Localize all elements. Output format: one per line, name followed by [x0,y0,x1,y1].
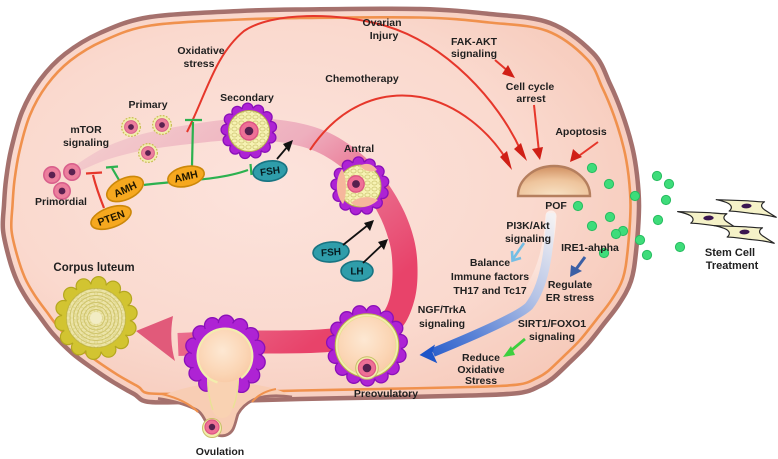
svg-text:FSH: FSH [321,247,342,259]
svg-text:Ovulation: Ovulation [196,446,244,458]
svg-text:signaling: signaling [529,331,575,343]
svg-text:Regulate: Regulate [548,279,593,291]
svg-text:TH17 and Tc17: TH17 and Tc17 [453,285,526,297]
svg-text:signaling: signaling [451,48,497,60]
svg-text:Immune factors: Immune factors [451,271,529,283]
svg-text:signaling: signaling [419,318,465,330]
svg-text:SIRT1/FOXO1: SIRT1/FOXO1 [518,318,586,330]
svg-text:Primordial: Primordial [35,196,87,208]
svg-text:IRE1-ahpha: IRE1-ahpha [561,242,619,254]
svg-text:Stem Cell: Stem Cell [705,247,755,259]
svg-text:LH: LH [350,267,363,278]
svg-text:FAK-AKT: FAK-AKT [451,36,498,48]
svg-text:Apoptosis: Apoptosis [555,126,606,138]
svg-text:PI3K/Akt: PI3K/Akt [506,220,550,232]
svg-text:Secondary: Secondary [220,92,274,104]
svg-text:Preovulatory: Preovulatory [354,388,418,400]
svg-text:Cell cycle: Cell cycle [506,81,555,93]
svg-text:signaling: signaling [505,233,551,245]
svg-text:mTOR: mTOR [70,124,102,136]
svg-text:Oxidative: Oxidative [457,364,504,376]
svg-text:Stress: Stress [465,375,497,387]
svg-text:FSH: FSH [259,165,280,179]
svg-text:Antral: Antral [344,143,374,155]
svg-text:Balance: Balance [470,257,510,269]
svg-text:Injury: Injury [370,30,399,42]
svg-text:Oxidative: Oxidative [177,45,224,57]
svg-text:ER stress: ER stress [546,292,595,304]
svg-text:POF: POF [545,200,567,212]
svg-text:signaling: signaling [63,137,109,149]
svg-text:arrest: arrest [516,93,546,105]
svg-text:NGF/TrkA: NGF/TrkA [418,304,467,316]
svg-text:Primary: Primary [128,99,167,111]
svg-text:Treatment: Treatment [706,260,759,272]
svg-text:Reduce: Reduce [462,352,500,364]
svg-text:Chemotherapy: Chemotherapy [325,73,399,85]
svg-text:Ovarian: Ovarian [362,17,401,29]
svg-text:stress: stress [184,58,215,70]
svg-text:Corpus luteum: Corpus luteum [53,262,134,274]
svg-text:AMH: AMH [173,168,199,185]
